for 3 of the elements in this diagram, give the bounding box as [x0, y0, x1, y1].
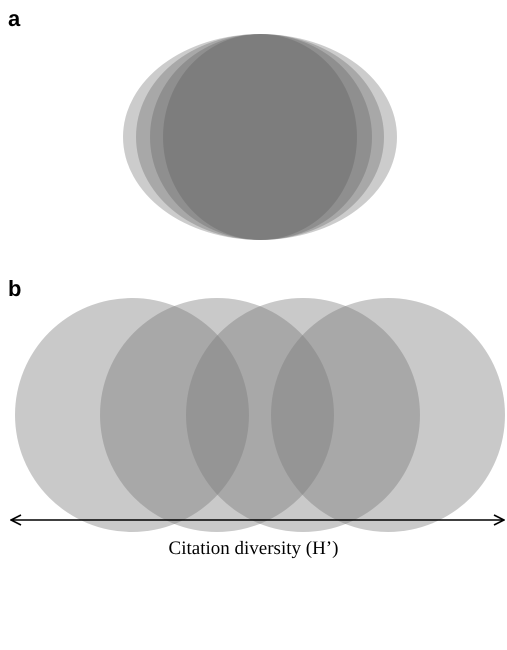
panel-label: a	[8, 8, 20, 30]
axis-label: Citation diversity (H’)	[168, 538, 338, 560]
panel-label: b	[8, 278, 22, 300]
